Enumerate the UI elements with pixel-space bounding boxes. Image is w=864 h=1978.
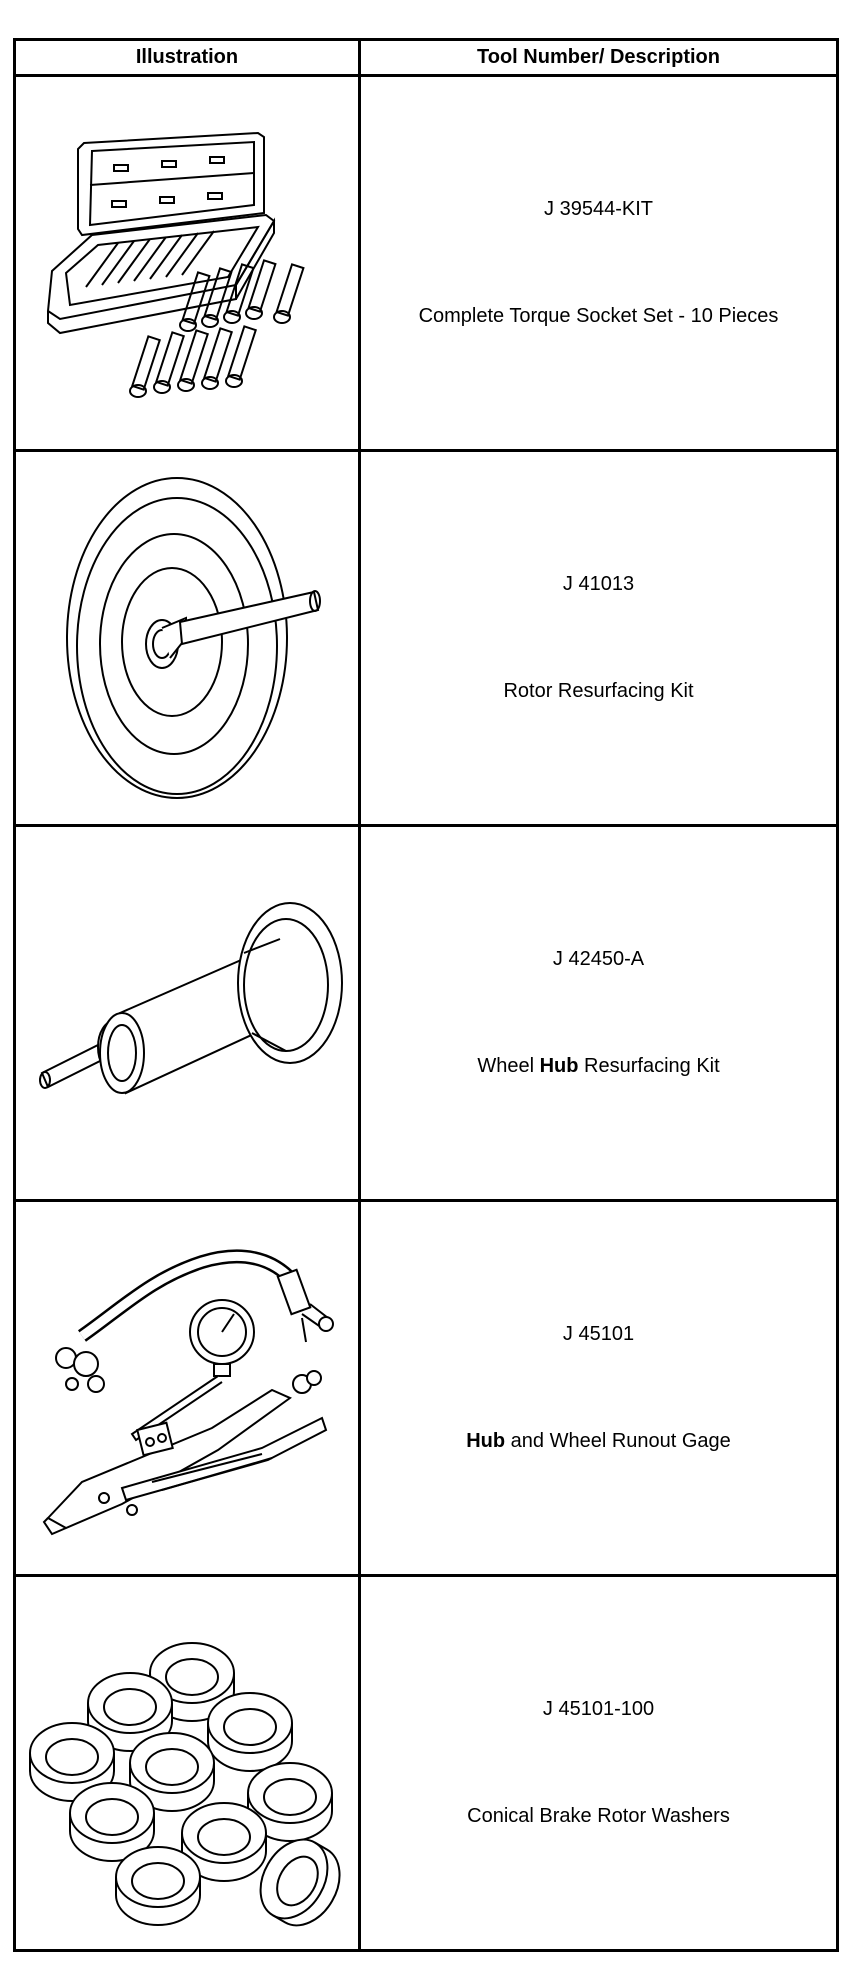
illustration-cell xyxy=(13,449,361,827)
table-row: J 39544-KIT Complete Torque Socket Set -… xyxy=(13,74,839,452)
table-header-row: Illustration Tool Number/ Description xyxy=(13,38,839,77)
description-cell: J 45101-100 Conical Brake Rotor Washers xyxy=(358,1574,839,1952)
description-cell: J 42450-A Wheel Hub Resurfacing Kit xyxy=(358,824,839,1202)
description-cell: J 39544-KIT Complete Torque Socket Set -… xyxy=(358,74,839,452)
table-row: J 45101-100 Conical Brake Rotor Washers xyxy=(13,1574,839,1952)
tool-number: J 45101 xyxy=(562,1323,635,1345)
rotor-resurfacing-kit-icon xyxy=(66,477,321,799)
wheel-hub-resurfacing-kit-icon xyxy=(39,902,343,1095)
description-cell: J 45101 Hub and Wheel Runout Gage xyxy=(358,1199,839,1577)
tool-header: Tool Number/ Description xyxy=(358,38,839,77)
tool-description: Hub and Wheel Runout Gage xyxy=(466,1430,731,1452)
runout-gage-icon xyxy=(42,1249,334,1536)
tool-description: Rotor Resurfacing Kit xyxy=(503,680,694,702)
illustration-cell xyxy=(13,74,361,452)
tool-number: J 45101-100 xyxy=(542,1698,655,1720)
illustration-header: Illustration xyxy=(13,38,361,77)
description-cell: J 41013 Rotor Resurfacing Kit xyxy=(358,449,839,827)
illustration-cell xyxy=(13,1574,361,1952)
tool-number: J 42450-A xyxy=(552,948,645,970)
tool-number: J 39544-KIT xyxy=(544,198,653,220)
tool-table: Illustration Tool Number/ Description xyxy=(13,38,839,1952)
tool-number: J 41013 xyxy=(562,573,635,595)
table-row: J 42450-A Wheel Hub Resurfacing Kit xyxy=(13,824,839,1202)
torque-socket-set-icon xyxy=(46,131,305,398)
illustration-cell xyxy=(13,1199,361,1577)
illustration-cell xyxy=(13,824,361,1202)
tool-description: Conical Brake Rotor Washers xyxy=(467,1805,730,1827)
tool-description: Complete Torque Socket Set - 10 Pieces xyxy=(418,305,779,327)
conical-washers-icon xyxy=(29,1642,341,1927)
tool-description: Wheel Hub Resurfacing Kit xyxy=(477,1055,720,1077)
table-row: J 41013 Rotor Resurfacing Kit xyxy=(13,449,839,827)
table-row: J 45101 Hub and Wheel Runout Gage xyxy=(13,1199,839,1577)
